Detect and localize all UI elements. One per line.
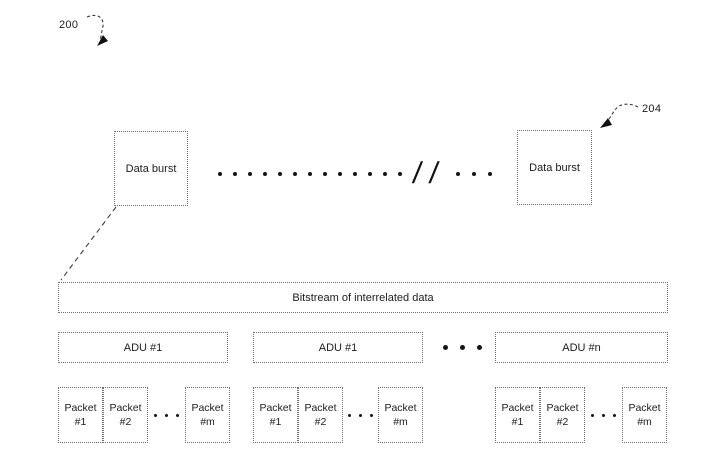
- ellipsis-dot: [472, 172, 477, 176]
- packet-group-n: Packet #1 Packet #2 Packet #m: [495, 387, 667, 443]
- packet-box: Packet #m: [185, 387, 230, 443]
- packet-ellipsis-dots: [585, 387, 622, 443]
- packet-number: #1: [74, 416, 87, 428]
- packet-group-1: Packet #1 Packet #2 Packet #m: [58, 387, 230, 443]
- ellipsis-dot: [248, 172, 252, 176]
- ellipsis-dot: [233, 172, 237, 176]
- ellipsis-dot: [591, 413, 594, 417]
- data-burst-box-right: Data burst: [517, 130, 592, 205]
- ellipsis-dot: [353, 172, 357, 176]
- ref-204-leader-line: [606, 103, 639, 123]
- burst-ref-label: 204: [642, 103, 662, 115]
- burst-ellipsis-dots-short: [456, 172, 493, 176]
- ellipsis-dot: [488, 172, 493, 176]
- ellipsis-dot: [442, 345, 448, 350]
- packet-word: Packet: [628, 401, 661, 414]
- ellipsis-dot: [368, 172, 372, 176]
- data-burst-box-left: Data burst: [114, 131, 188, 206]
- packet-ellipsis-dots: [148, 387, 185, 443]
- packet-number: #m: [637, 416, 652, 428]
- adu-2-label: ADU #1: [318, 341, 358, 354]
- packet-box: Packet #2: [103, 387, 148, 443]
- packet-box: Packet #1: [58, 387, 103, 443]
- packet-word: Packet: [259, 401, 292, 414]
- packet-number: #2: [119, 416, 132, 428]
- ellipsis-dot: [476, 345, 482, 350]
- burst-expansion-line: [60, 206, 117, 281]
- bitstream-label: Bitstream of interrelated data: [292, 291, 434, 304]
- packet-number: #m: [393, 416, 408, 428]
- burst-ellipsis-dots-long: [218, 172, 402, 176]
- packet-number: #2: [556, 416, 569, 428]
- ellipsis-dot: [456, 172, 461, 176]
- ellipsis-dot: [613, 413, 616, 417]
- figure-ref-label: 200: [59, 19, 79, 31]
- ellipsis-dot: [278, 172, 282, 176]
- packet-number: #1: [511, 416, 524, 428]
- ellipsis-dot: [338, 172, 342, 176]
- ellipsis-dot: [459, 345, 465, 350]
- bitstream-box: Bitstream of interrelated data: [58, 282, 668, 313]
- adu-1-label: ADU #1: [123, 341, 163, 354]
- ellipsis-dot: [398, 172, 402, 176]
- adu-n-label: ADU #n: [562, 341, 601, 354]
- ellipsis-dot: [263, 172, 267, 176]
- ref-204-arrowhead: [600, 118, 612, 128]
- packet-group-2: Packet #1 Packet #2 Packet #m: [253, 387, 423, 443]
- data-burst-right-label: Data burst: [529, 161, 580, 174]
- ellipsis-dot: [218, 172, 222, 176]
- ellipsis-dot: [602, 413, 605, 417]
- adu-ellipsis-dots: [436, 332, 488, 363]
- packet-box: Packet #2: [298, 387, 343, 443]
- packet-word: Packet: [191, 401, 224, 414]
- time-break-symbol: / /: [410, 157, 441, 190]
- packet-number: #2: [314, 416, 327, 428]
- packet-number: #1: [269, 416, 282, 428]
- packet-ellipsis-dots: [343, 387, 378, 443]
- packet-word: Packet: [109, 401, 142, 414]
- ellipsis-dot: [308, 172, 312, 176]
- ellipsis-dot: [165, 413, 168, 417]
- ellipsis-dot: [176, 413, 179, 417]
- adu-box-1: ADU #1: [58, 332, 228, 363]
- packet-box: Packet #m: [622, 387, 667, 443]
- ellipsis-dot: [348, 413, 351, 417]
- packet-box: Packet #1: [495, 387, 540, 443]
- packet-number: #m: [200, 416, 215, 428]
- ellipsis-dot: [154, 413, 157, 417]
- adu-box-2: ADU #1: [253, 332, 423, 363]
- ref-200-arrowhead: [97, 35, 108, 46]
- packet-word: Packet: [384, 401, 417, 414]
- packet-word: Packet: [546, 401, 579, 414]
- ellipsis-dot: [383, 172, 387, 176]
- ellipsis-dot: [323, 172, 327, 176]
- ref-200-leader-line: [86, 14, 104, 42]
- ellipsis-dot: [370, 413, 373, 417]
- packet-word: Packet: [64, 401, 97, 414]
- packet-box: Packet #2: [540, 387, 585, 443]
- packet-word: Packet: [501, 401, 534, 414]
- packet-box: Packet #m: [378, 387, 423, 443]
- packet-box: Packet #1: [253, 387, 298, 443]
- burst-ellipsis-row: / /: [218, 157, 493, 190]
- data-burst-left-label: Data burst: [125, 162, 177, 175]
- packet-word: Packet: [304, 401, 337, 414]
- adu-box-n: ADU #n: [495, 332, 668, 363]
- ellipsis-dot: [359, 413, 362, 417]
- ellipsis-dot: [293, 172, 297, 176]
